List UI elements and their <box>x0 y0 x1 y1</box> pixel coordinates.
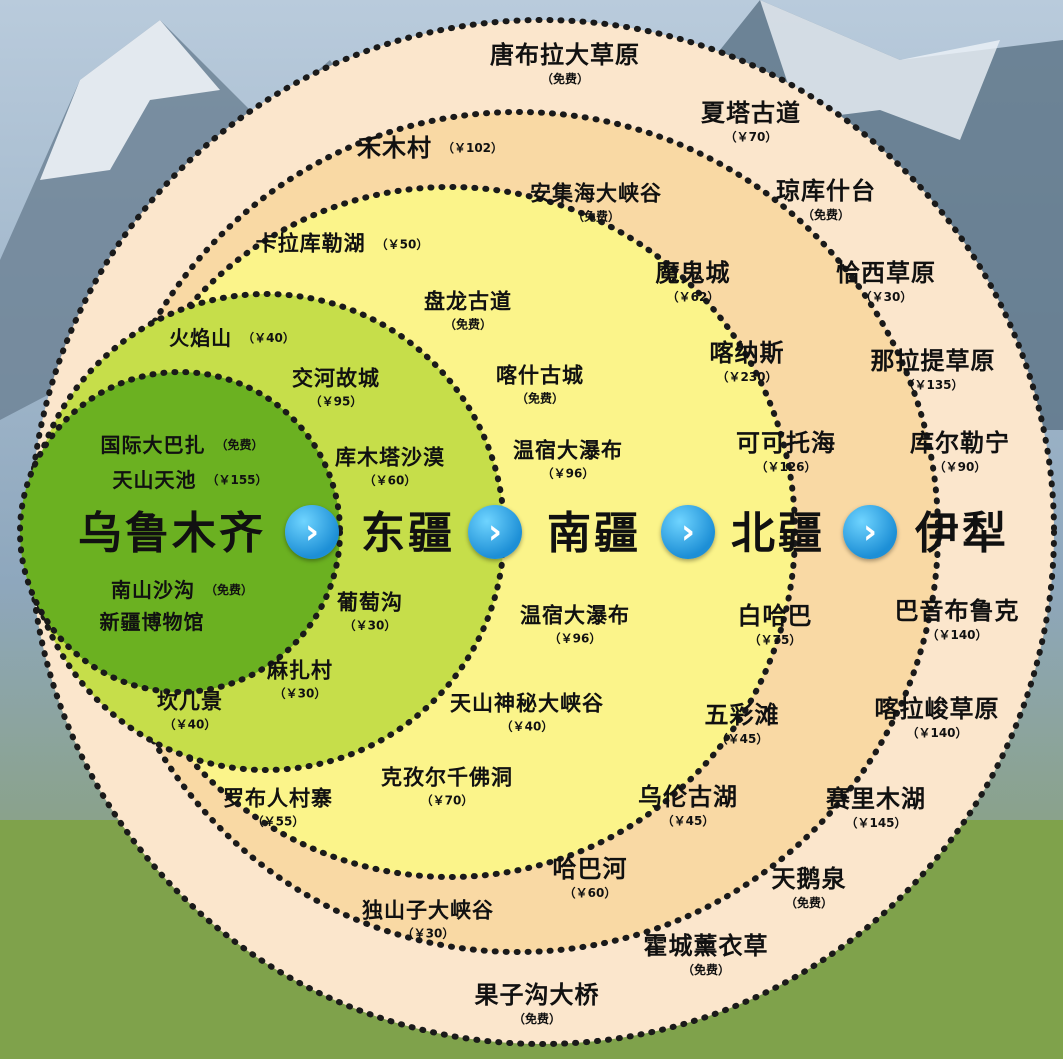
spot-huoyanshan: 火焰山（￥40） <box>169 326 295 350</box>
zone-south: 南疆 <box>547 508 641 559</box>
spot-sailimu-hu: 赛里木湖（￥145） <box>826 785 926 830</box>
zone-urumqi: 乌鲁木齐 <box>78 508 266 559</box>
spot-guoji-dabazha: 国际大巴扎（免费） <box>100 433 264 457</box>
spot-kuerle-ning: 库尔勒宁（￥90） <box>910 429 1010 474</box>
spot-kumuta-shamo: 库木塔沙漠（￥60） <box>335 445 445 488</box>
spot-luobu-rencunzhai: 罗布人村寨（￥55） <box>223 786 333 829</box>
spot-hemu-cun: 禾木村（￥102） <box>356 134 504 162</box>
zone-yili: 伊犁 <box>915 508 1009 559</box>
spot-qiongkushitai: 琼库什台（免费） <box>776 177 876 222</box>
spot-wensu-dapubu-2: 温宿大瀑布（￥96） <box>520 603 630 646</box>
spot-xinjiang-museum: 新疆博物馆 <box>99 610 205 634</box>
spot-putaogou: 葡萄沟（￥30） <box>337 590 403 633</box>
spot-keketuohai: 可可托海（￥126） <box>736 429 836 474</box>
spot-wensu-dapubu-1: 温宿大瀑布（￥96） <box>513 438 623 481</box>
spot-kalajun-caoyuan: 喀拉峻草原（￥140） <box>874 695 1000 740</box>
chevron-right-icon: › <box>661 505 715 559</box>
spot-tangbula-dacaoyuan: 唐布拉大草原（免费） <box>490 41 640 86</box>
spot-kanasi: 喀纳斯（￥230） <box>709 339 785 384</box>
zone-east: 东疆 <box>361 508 455 559</box>
core-urumqi <box>17 369 343 695</box>
spot-kezier-qianfodong: 克孜尔千佛洞（￥70） <box>381 765 513 808</box>
spot-tianshan-shenmi-daxiagu: 天山神秘大峡谷（￥40） <box>450 691 604 734</box>
spot-bayinbuluke: 巴音布鲁克（￥140） <box>894 597 1020 642</box>
spot-qiaxi-caoyuan: 恰西草原（￥30） <box>836 259 936 304</box>
spot-kalakule-hu: 卡拉库勒湖（￥50） <box>255 231 429 256</box>
spot-habahe: 哈巴河（￥60） <box>552 855 628 900</box>
spot-wucai-tan: 五彩滩（￥45） <box>704 701 780 746</box>
snow-left <box>40 20 220 180</box>
chevron-right-icon: › <box>468 505 522 559</box>
spot-kanerjing: 坎儿景（￥40） <box>157 689 223 732</box>
zone-north: 北疆 <box>731 508 825 559</box>
spot-mogui-cheng: 魔鬼城（￥62） <box>655 259 731 304</box>
spot-jiaohe-gucheng: 交河故城（￥95） <box>292 366 380 409</box>
spot-panlong-gudao: 盘龙古道（免费） <box>424 289 512 332</box>
spot-mazha-cun: 麻扎村（￥30） <box>267 658 333 701</box>
spot-nanshan-shagou: 南山沙沟（免费） <box>110 578 254 602</box>
chevron-right-icon: › <box>285 505 339 559</box>
spot-nalati-caoyuan: 那拉提草原（￥135） <box>870 347 996 392</box>
spot-wulungu-hu: 乌伦古湖（￥45） <box>638 783 738 828</box>
spot-baihaba: 白哈巴（￥75） <box>737 602 813 647</box>
spot-kashi-gucheng: 喀什古城（免费） <box>496 363 584 406</box>
spot-anjihai-daxiagu: 安集海大峡谷（免费） <box>530 181 662 224</box>
spot-dushanzi-daxiagu: 独山子大峡谷（￥30） <box>362 898 494 941</box>
spot-tiane-quan: 天鹅泉（免费） <box>771 865 847 910</box>
spot-tianshan-tianchi: 天山天池（￥155） <box>112 468 268 492</box>
spot-guozigou-daqiao: 果子沟大桥（免费） <box>474 981 600 1026</box>
chevron-right-icon: › <box>843 505 897 559</box>
spot-huocheng-xunyicao: 霍城薰衣草（免费） <box>643 932 769 977</box>
spot-xiata-gudao: 夏塔古道（￥70） <box>701 99 801 144</box>
